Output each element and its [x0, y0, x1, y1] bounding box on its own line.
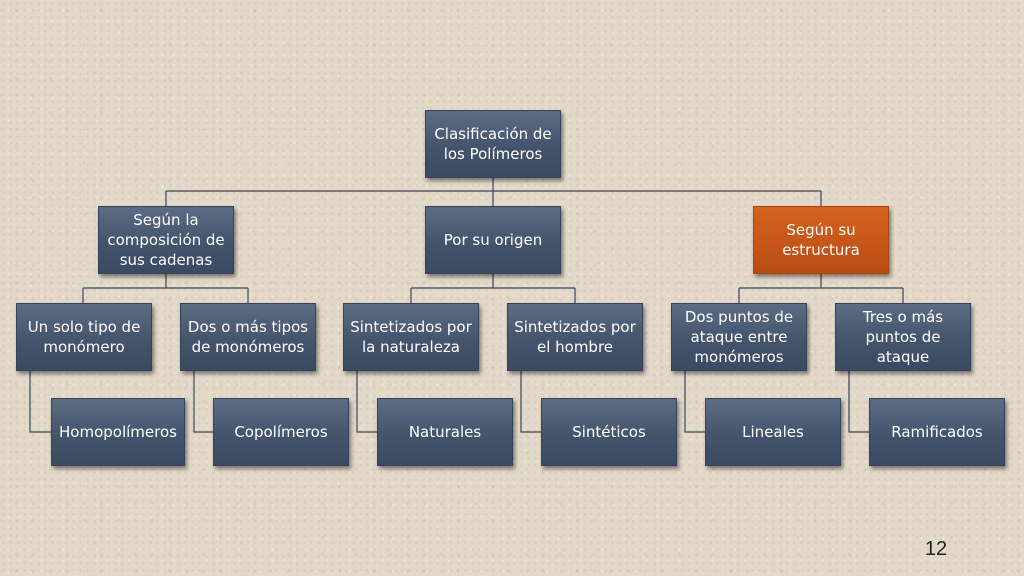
node-un-solo-tipo: Un solo tipo de monómero	[16, 303, 152, 371]
node-sintetizados-hombre: Sintetizados por el hombre	[507, 303, 643, 371]
root-node: Clasificación de los Polímeros	[425, 110, 561, 178]
node-tres-puntos-ataque: Tres o más puntos de ataque	[835, 303, 971, 371]
node-ramificados: Ramificados	[869, 398, 1005, 466]
node-composicion: Según la composición de sus cadenas	[98, 206, 234, 274]
node-sinteticos: Sintéticos	[541, 398, 677, 466]
node-dos-o-mas-tipos: Dos o más tipos de monómeros	[180, 303, 316, 371]
page-number: 12	[924, 538, 948, 560]
node-copolimeros: Copolímeros	[213, 398, 349, 466]
node-lineales: Lineales	[705, 398, 841, 466]
node-sintetizados-naturaleza: Sintetizados por la naturaleza	[343, 303, 479, 371]
node-dos-puntos-ataque: Dos puntos de ataque entre monómeros	[671, 303, 807, 371]
node-naturales: Naturales	[377, 398, 513, 466]
node-estructura: Según su estructura	[753, 206, 889, 274]
node-origen: Por su origen	[425, 206, 561, 274]
node-homopolimeros: Homopolímeros	[51, 398, 185, 466]
